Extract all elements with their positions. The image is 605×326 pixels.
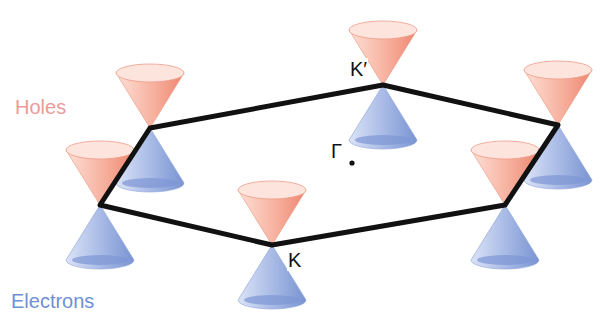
brillouin-zone-hexagon	[100, 85, 558, 245]
hole-cone	[524, 61, 592, 125]
electron-cone	[66, 205, 134, 269]
valley-label: K	[287, 249, 302, 271]
point-label: Γ	[330, 140, 343, 162]
hole-cone	[349, 21, 417, 85]
band-label: Holes	[14, 96, 67, 118]
valley-label: K′	[349, 58, 368, 80]
band-label: Electrons	[10, 290, 95, 312]
hole-cone	[116, 64, 184, 128]
electron-cone	[238, 245, 306, 309]
electron-cone	[471, 205, 539, 269]
hole-cone	[238, 181, 306, 245]
gamma-point	[349, 160, 354, 165]
electron-cone	[349, 85, 417, 149]
hole-cone	[66, 141, 134, 205]
